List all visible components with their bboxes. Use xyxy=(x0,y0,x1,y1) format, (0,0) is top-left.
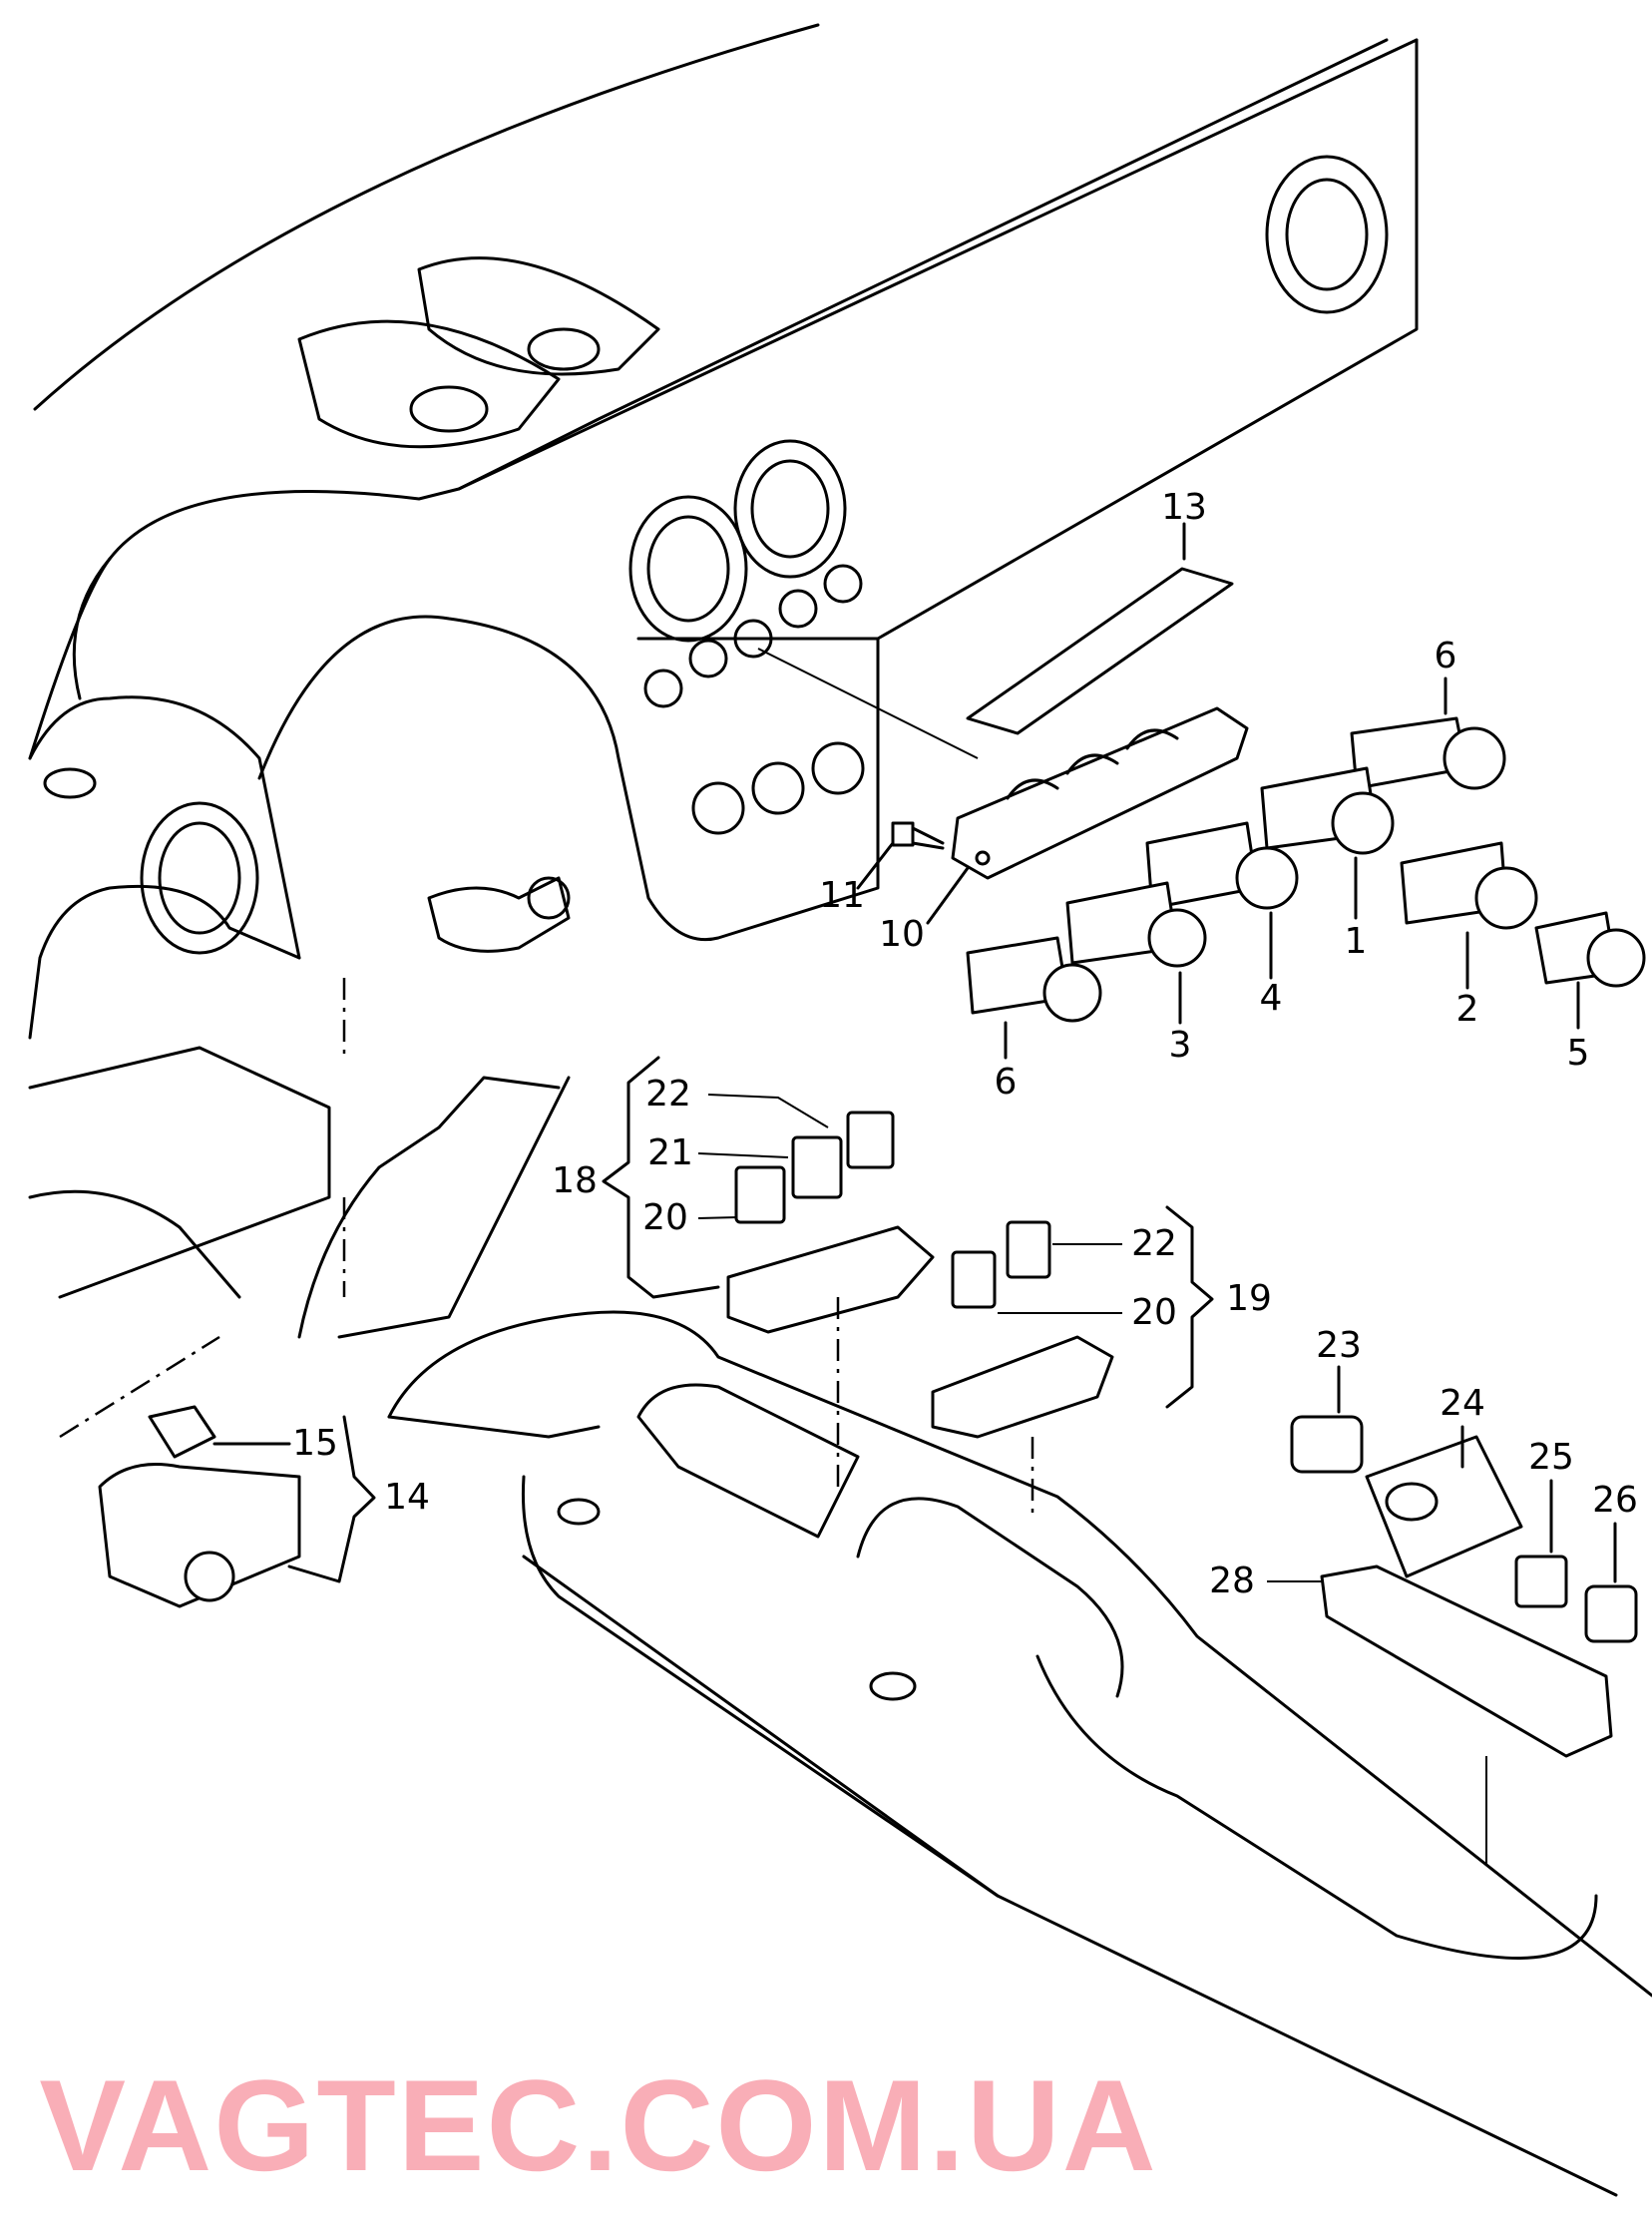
callout-18: 18 xyxy=(552,1160,598,1201)
switches xyxy=(966,676,1646,1060)
callout-10: 10 xyxy=(879,914,925,955)
callout-24: 24 xyxy=(1440,1383,1485,1424)
callout-11: 11 xyxy=(819,875,865,916)
callout-4: 4 xyxy=(1259,978,1283,1019)
switch-6-bottom xyxy=(966,936,1102,1060)
switch-3 xyxy=(1065,881,1207,1025)
brace-18 xyxy=(602,1056,720,1299)
callout-19: 19 xyxy=(1226,1278,1272,1319)
callout-26: 26 xyxy=(1592,1480,1638,1521)
dashboard xyxy=(28,23,1419,1040)
callout-28: 28 xyxy=(1209,1561,1255,1601)
callout-15: 15 xyxy=(292,1423,338,1464)
watermark: VAGTEC.COM.UA xyxy=(39,2052,1158,2198)
callout-2: 2 xyxy=(1455,989,1479,1030)
switch-group-19 xyxy=(931,1205,1214,1517)
callout-5: 5 xyxy=(1566,1033,1590,1074)
callout-14: 14 xyxy=(384,1477,430,1518)
center-console xyxy=(387,1310,1652,2197)
lower-trim xyxy=(28,978,571,1439)
switch-6-top xyxy=(1350,676,1506,790)
callout-22-left: 22 xyxy=(645,1074,691,1115)
part-10-holder xyxy=(951,706,1249,880)
callout-21: 21 xyxy=(647,1132,693,1173)
callout-25: 25 xyxy=(1528,1437,1574,1478)
callout-20-right: 20 xyxy=(1131,1292,1177,1333)
switch-2 xyxy=(1400,841,1538,990)
callout-20-left: 20 xyxy=(642,1197,688,1238)
callout-1: 1 xyxy=(1344,921,1368,962)
callout-23: 23 xyxy=(1316,1325,1362,1366)
callout-22-right: 22 xyxy=(1131,1223,1177,1264)
callout-3: 3 xyxy=(1168,1025,1192,1066)
callout-6-top: 6 xyxy=(1434,636,1457,676)
switch-4 xyxy=(1145,821,1299,980)
switch-1 xyxy=(1260,766,1395,920)
callout-6-bottom: 6 xyxy=(994,1062,1018,1103)
part-14-switch-assembly xyxy=(98,1405,376,1608)
part-13-cover xyxy=(966,522,1234,735)
part-11-screw xyxy=(856,821,945,890)
switch-group-18 xyxy=(697,1094,935,1487)
switch-group-28 xyxy=(1267,1365,1638,1866)
callout-13: 13 xyxy=(1161,487,1207,528)
switch-5-knob xyxy=(1534,911,1646,1030)
